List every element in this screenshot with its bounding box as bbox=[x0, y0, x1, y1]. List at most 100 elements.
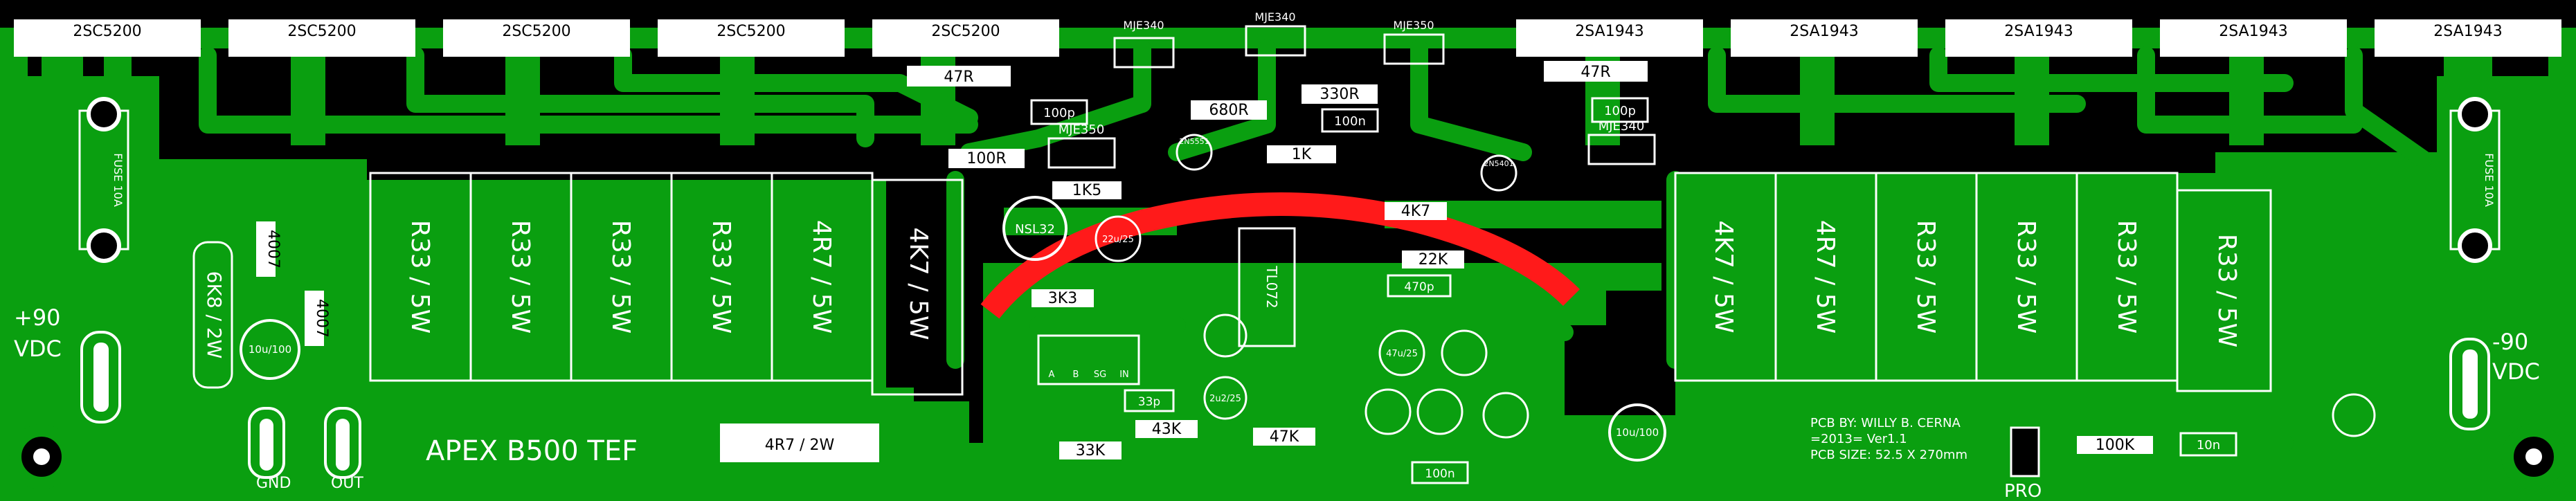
svg-text:2SC5200: 2SC5200 bbox=[717, 23, 785, 40]
svg-text:MJE340: MJE340 bbox=[1123, 19, 1164, 32]
svg-text:2SA1943: 2SA1943 bbox=[2004, 23, 2073, 40]
svg-text:R33 / 5W: R33 / 5W bbox=[2012, 220, 2040, 334]
svg-text:TL072: TL072 bbox=[1263, 265, 1280, 309]
svg-text:4R7 / 5W: 4R7 / 5W bbox=[807, 220, 836, 334]
svg-text:2SC5200: 2SC5200 bbox=[931, 23, 1000, 40]
svg-text:10u/100: 10u/100 bbox=[1616, 426, 1659, 439]
svg-text:10n: 10n bbox=[2197, 438, 2220, 453]
svg-text:FUSE 10A: FUSE 10A bbox=[111, 153, 125, 207]
transistor-q9: 2SA1943 bbox=[2160, 19, 2347, 57]
svg-text:47R: 47R bbox=[1580, 64, 1610, 81]
svg-text:MJE350: MJE350 bbox=[1393, 19, 1434, 32]
svg-text:470p: 470p bbox=[1404, 280, 1434, 294]
transistor-q4: 2SC5200 bbox=[658, 19, 845, 57]
svg-text:R33 / 5W: R33 / 5W bbox=[506, 220, 534, 334]
svg-text:100n: 100n bbox=[1334, 114, 1366, 129]
svg-text:100p: 100p bbox=[1043, 106, 1075, 120]
fuse-right: FUSE 10A bbox=[2449, 97, 2501, 263]
trace-lines bbox=[199, 39, 2432, 452]
opamp-ic: TL072 bbox=[1238, 227, 1296, 347]
svg-text:R33 / 5W: R33 / 5W bbox=[1911, 220, 1940, 334]
svg-text:SG: SG bbox=[1094, 370, 1106, 380]
transistor-q3: 2SC5200 bbox=[443, 19, 630, 57]
svg-text:4R7 / 2W: 4R7 / 2W bbox=[765, 437, 835, 454]
svg-text:NSL32: NSL32 bbox=[1015, 222, 1055, 237]
svg-text:2SC5200: 2SC5200 bbox=[287, 23, 356, 40]
svg-text:A: A bbox=[1049, 370, 1055, 380]
svg-text:1K5: 1K5 bbox=[1072, 182, 1101, 199]
transistor-q6: 2SA1943 bbox=[1516, 19, 1703, 57]
svg-text:2SA1943: 2SA1943 bbox=[2219, 23, 2287, 40]
svg-text:2SA1943: 2SA1943 bbox=[1575, 23, 1643, 40]
svg-text:1K: 1K bbox=[1292, 146, 1312, 163]
svg-text:R33 / 5W: R33 / 5W bbox=[406, 220, 434, 334]
transistor-q8: 2SA1943 bbox=[1945, 19, 2132, 57]
svg-text:R33 / 5W: R33 / 5W bbox=[606, 220, 635, 334]
svg-text:47K: 47K bbox=[1270, 428, 1299, 446]
svg-text:2SC5200: 2SC5200 bbox=[502, 23, 570, 40]
pos-voltage-label: +90 bbox=[14, 304, 61, 331]
svg-text:4K7: 4K7 bbox=[1401, 203, 1430, 220]
svg-text:4R7 / 5W: 4R7 / 5W bbox=[1811, 220, 1839, 334]
svg-text:FUSE 10A: FUSE 10A bbox=[2483, 153, 2496, 207]
svg-text:22K: 22K bbox=[1418, 251, 1448, 268]
svg-text:R33 / 5W: R33 / 5W bbox=[2213, 234, 2241, 347]
transistor-q1: 2SC5200 bbox=[14, 19, 201, 57]
svg-text:4K7 / 5W: 4K7 / 5W bbox=[904, 228, 933, 340]
pos-voltage-unit: VDC bbox=[14, 336, 62, 362]
svg-text:33p: 33p bbox=[1138, 395, 1160, 409]
svg-text:B: B bbox=[1073, 370, 1079, 380]
svg-text:2u2/25: 2u2/25 bbox=[1209, 394, 1241, 404]
input-connector: A B SG IN bbox=[1037, 334, 1140, 385]
emitter-resistors-left: R33 / 5W R33 / 5W R33 / 5W R33 / 5W 4R7 … bbox=[369, 172, 964, 396]
svg-text:3K3: 3K3 bbox=[1048, 290, 1077, 307]
svg-text:2SA1943: 2SA1943 bbox=[2433, 23, 2502, 40]
svg-text:MJE340: MJE340 bbox=[1254, 10, 1295, 24]
svg-text:47u/25: 47u/25 bbox=[1386, 349, 1418, 359]
svg-text:4007: 4007 bbox=[313, 299, 330, 338]
svg-text:22u/25: 22u/25 bbox=[1102, 235, 1134, 245]
resistor-4r7-2w: 4R7 / 2W bbox=[720, 423, 879, 462]
svg-text:2SC5200: 2SC5200 bbox=[73, 23, 141, 40]
credit-line-3: PCB SIZE: 52.5 X 270mm bbox=[1810, 448, 1967, 462]
svg-text:33K: 33K bbox=[1076, 442, 1106, 459]
emitter-resistors-right: 4K7 / 5W 4R7 / 5W R33 / 5W R33 / 5W R33 … bbox=[1674, 172, 2272, 392]
left-components: 6K8 / 2W 4007 4007 10u/100 bbox=[192, 221, 330, 389]
svg-text:330R: 330R bbox=[1319, 86, 1359, 103]
pro-terminal-label: PRO bbox=[2004, 481, 2042, 501]
terminal-pads bbox=[9, 331, 2566, 489]
neg-voltage-unit: VDC bbox=[2492, 358, 2540, 385]
svg-text:100n: 100n bbox=[1425, 467, 1454, 481]
svg-text:4007: 4007 bbox=[264, 230, 282, 268]
svg-text:100R: 100R bbox=[966, 150, 1006, 167]
svg-text:47R: 47R bbox=[944, 69, 973, 86]
svg-text:MJE350: MJE350 bbox=[1059, 122, 1105, 137]
svg-text:R33 / 5W: R33 / 5W bbox=[2112, 220, 2141, 334]
power-transistor-row: 2SC5200 2SC5200 2SC5200 2SC5200 2SC5200 … bbox=[14, 19, 2561, 57]
transistor-q5: 2SC5200 bbox=[872, 19, 1059, 57]
svg-text:10u/100: 10u/100 bbox=[249, 343, 291, 356]
svg-text:4K7 / 5W: 4K7 / 5W bbox=[1709, 221, 1738, 334]
transistor-q10: 2SA1943 bbox=[2375, 19, 2561, 57]
board-title: APEX B500 TEF bbox=[426, 435, 638, 467]
svg-text:6K8 / 2W: 6K8 / 2W bbox=[203, 271, 226, 359]
svg-text:680R: 680R bbox=[1209, 102, 1248, 119]
capacitors: NSL32 22u/25 2u2/25 47u/25 10u/100 2N555… bbox=[1002, 134, 2376, 462]
svg-text:100K: 100K bbox=[2096, 437, 2135, 454]
svg-text:2SA1943: 2SA1943 bbox=[1790, 23, 1858, 40]
credit-line-1: PCB BY: WILLY B. CERNA bbox=[1810, 416, 1961, 430]
neg-voltage-label: -90 bbox=[2492, 329, 2528, 355]
high-current-trace bbox=[980, 192, 1580, 319]
svg-text:IN: IN bbox=[1119, 370, 1129, 380]
transistor-q7: 2SA1943 bbox=[1731, 19, 1918, 57]
credit-line-2: =2013= Ver1.1 bbox=[1810, 432, 1907, 446]
svg-text:R33 / 5W: R33 / 5W bbox=[707, 220, 735, 334]
svg-text:2N5551: 2N5551 bbox=[1179, 137, 1209, 146]
transistor-q2: 2SC5200 bbox=[228, 19, 415, 57]
svg-text:100p: 100p bbox=[1604, 104, 1636, 118]
central-components: 47R 47R 330R 680R 100R 100p 100p 100n 1K… bbox=[907, 61, 2237, 484]
pro-terminal bbox=[2010, 426, 2040, 477]
fuse-left: FUSE 10A bbox=[78, 97, 129, 263]
svg-text:43K: 43K bbox=[1152, 421, 1182, 438]
